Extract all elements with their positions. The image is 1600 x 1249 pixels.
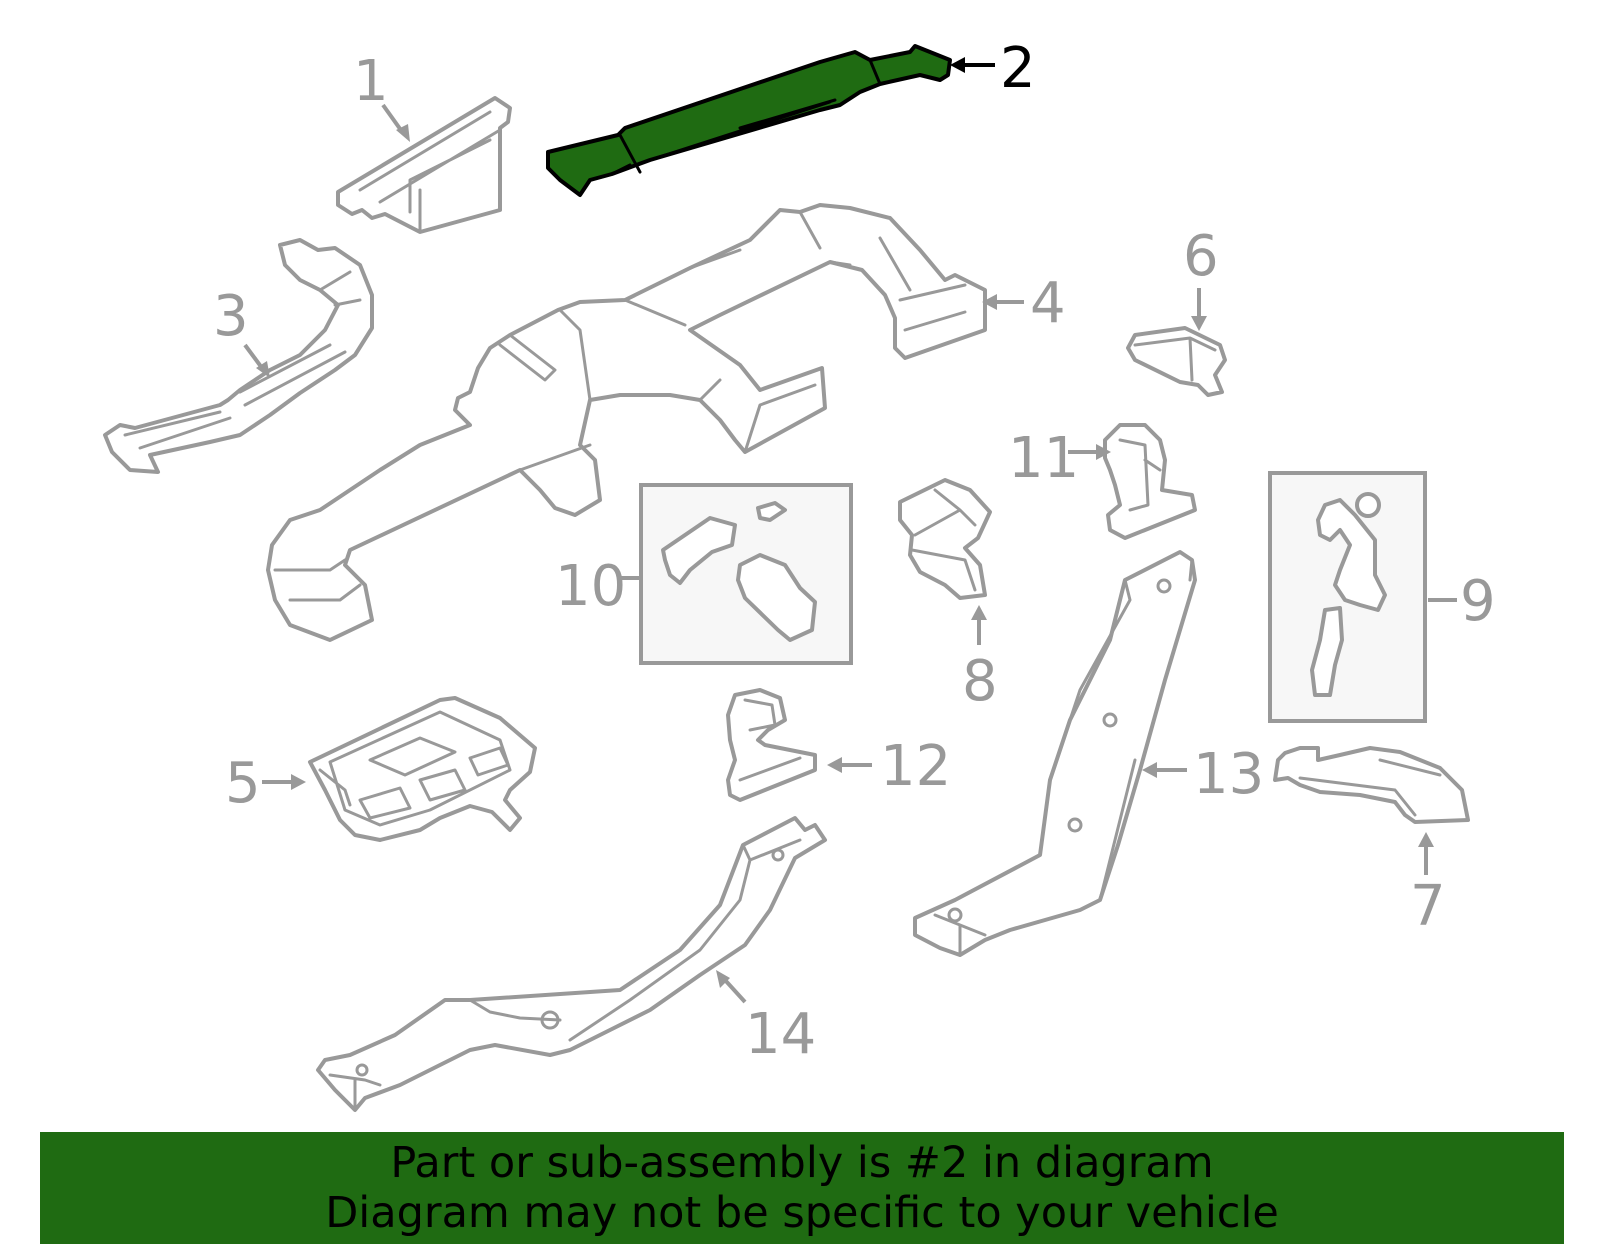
callout-8: 8: [962, 605, 998, 714]
part-2-duct-highlighted[interactable]: [546, 44, 952, 197]
callout-label-10: 10: [555, 554, 626, 619]
part-9-kit-box[interactable]: [1268, 471, 1427, 723]
callout-label-13: 13: [1193, 742, 1264, 807]
callout-11: 11: [1008, 426, 1111, 491]
info-banner: Part or sub-assembly is #2 in diagram Di…: [40, 1132, 1564, 1244]
part-4-main-duct[interactable]: [266, 203, 987, 642]
callout-label-6: 6: [1183, 224, 1219, 289]
parts-diagram: 1 2 3 4 5 6 7 8 9 10: [103, 36, 1496, 1112]
part-7-duct[interactable]: [1273, 746, 1470, 824]
callout-label-14: 14: [745, 1002, 816, 1067]
callout-label-5: 5: [225, 751, 261, 816]
part-14-floor-duct[interactable]: [316, 816, 827, 1112]
part-1-duct[interactable]: [336, 96, 512, 234]
callout-label-11: 11: [1008, 426, 1079, 491]
part-11-bracket[interactable]: [1103, 423, 1197, 540]
callout-7: 7: [1410, 832, 1446, 939]
callout-label-4: 4: [1030, 271, 1066, 336]
part-8-duct[interactable]: [898, 478, 992, 600]
callout-1: 1: [353, 49, 410, 142]
part-12-duct[interactable]: [726, 688, 817, 802]
banner-line-2: Diagram may not be specific to your vehi…: [325, 1188, 1279, 1238]
callout-3: 3: [213, 284, 270, 378]
callout-label-12: 12: [880, 734, 951, 799]
callout-4: 4: [982, 271, 1066, 336]
callout-6: 6: [1183, 224, 1219, 331]
part-13-rear-duct[interactable]: [913, 550, 1197, 957]
callout-label-3: 3: [213, 284, 249, 349]
callout-10: 10: [555, 554, 641, 619]
callout-label-1: 1: [353, 49, 389, 114]
part-3-side-duct[interactable]: [103, 238, 374, 474]
part-6-bracket[interactable]: [1126, 326, 1227, 397]
callout-13: 13: [1142, 742, 1264, 807]
callout-label-2: 2: [1000, 36, 1036, 101]
part-10-kit-box[interactable]: [639, 483, 853, 665]
banner-line-1: Part or sub-assembly is #2 in diagram: [390, 1138, 1214, 1188]
callout-14: 14: [716, 970, 816, 1067]
part-5-panel[interactable]: [308, 696, 537, 842]
callout-label-9: 9: [1460, 569, 1496, 634]
callout-label-7: 7: [1410, 874, 1446, 939]
callout-5: 5: [225, 751, 306, 816]
callout-9: 9: [1428, 569, 1496, 634]
callout-label-8: 8: [962, 649, 998, 714]
callout-12: 12: [827, 734, 951, 799]
callout-2: 2: [950, 36, 1036, 101]
